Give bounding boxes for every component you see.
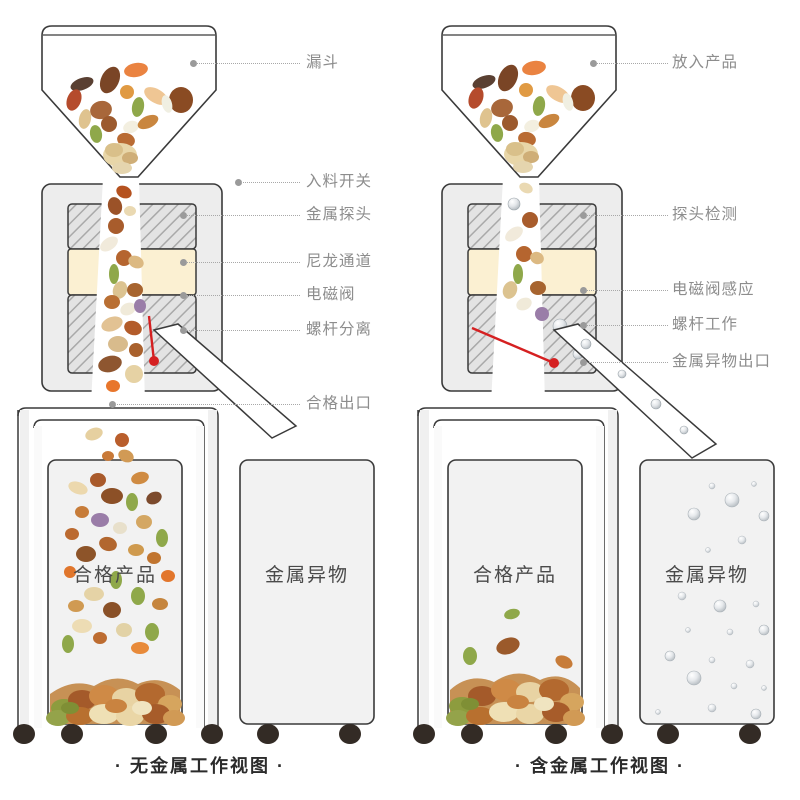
hopper-left — [38, 22, 220, 180]
stand-and-bins-right: 合格产品 金属异物 — [412, 398, 792, 744]
leader-dot-screw-separation — [180, 327, 187, 334]
leader-line-nylon-channel — [186, 262, 300, 263]
bin-label-metal-right: 金属异物 — [664, 565, 749, 586]
leader-dot-probe-detect — [580, 212, 587, 219]
leader-dot-solenoid-valve — [180, 292, 187, 299]
leader-dot-qualified-outlet — [109, 401, 116, 408]
leader-line-hopper — [196, 63, 300, 64]
label-qualified-outlet: 合格出口 — [306, 395, 373, 412]
reject-chute-left — [152, 323, 298, 439]
bin-label-qualified-right: 合格产品 — [472, 565, 557, 586]
caption-left: · 无金属工作视图 · — [115, 756, 285, 776]
leader-dot-metal-outlet — [580, 359, 587, 366]
leader-line-insert-product — [596, 63, 668, 64]
leader-line-qualified-outlet — [115, 404, 300, 405]
panel-no-metal-view: 合格产品 金属异物 漏斗 入料开关 金属探头 尼龙通道 电磁阀 螺杆分离 — [12, 22, 392, 776]
leader-dot-feed-switch — [235, 179, 242, 186]
leader-line-solenoid-valve — [186, 295, 300, 296]
label-insert-product: 放入产品 — [672, 54, 739, 71]
leader-dot-insert-product — [590, 60, 597, 67]
leader-dot-solenoid-sense — [580, 287, 587, 294]
leader-line-metal-probe — [186, 215, 300, 216]
leader-line-feed-switch — [241, 182, 300, 183]
caption-right: · 含金属工作视图 · — [515, 756, 685, 776]
stand-and-bins-left: 合格产品 金属异物 — [12, 398, 392, 744]
reject-chute-right — [552, 323, 718, 459]
panel-with-metal-view: 合格产品 金属异物 放入产品 探头检测 电磁阀感应 螺杆工作 金属异物出口 · … — [400, 0, 800, 800]
leader-line-screw-separation — [186, 330, 300, 331]
hopper-right — [438, 22, 620, 180]
label-metal-outlet: 金属异物出口 — [672, 353, 772, 370]
leader-line-probe-detect — [586, 215, 668, 216]
label-solenoid-valve: 电磁阀 — [306, 286, 356, 303]
label-metal-probe: 金属探头 — [306, 206, 373, 223]
leader-line-solenoid-sense — [586, 290, 668, 291]
leader-dot-metal-probe — [180, 212, 187, 219]
label-nylon-channel: 尼龙通道 — [306, 253, 373, 270]
label-probe-detect: 探头检测 — [672, 206, 739, 223]
leader-line-metal-outlet — [586, 362, 668, 363]
label-feed-switch: 入料开关 — [306, 173, 373, 190]
leader-dot-screw-working — [580, 322, 587, 329]
bin-label-metal-left: 金属异物 — [264, 565, 349, 586]
leader-line-screw-working — [586, 325, 668, 326]
detector-body-left — [38, 177, 238, 404]
bin-label-qualified-left: 合格产品 — [72, 565, 157, 586]
label-screw-working: 螺杆工作 — [672, 316, 739, 333]
leader-dot-nylon-channel — [180, 259, 187, 266]
label-solenoid-sense: 电磁阀感应 — [672, 281, 755, 298]
label-hopper: 漏斗 — [306, 54, 340, 71]
leader-dot-hopper — [190, 60, 197, 67]
label-screw-separation: 螺杆分离 — [306, 321, 373, 338]
